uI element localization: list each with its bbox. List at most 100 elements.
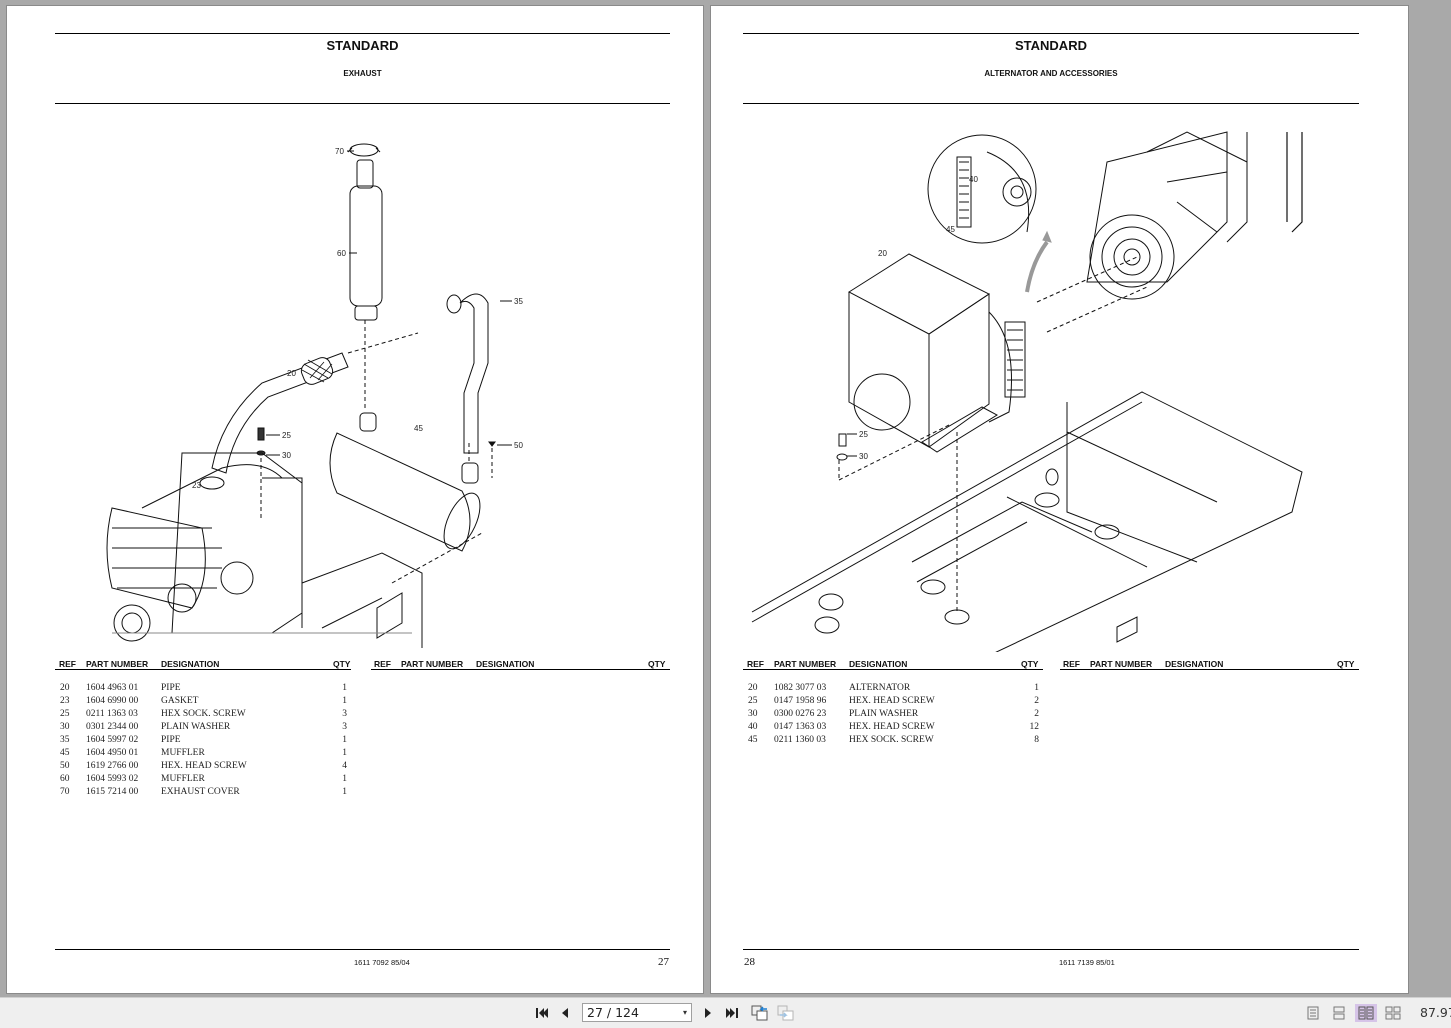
part-number-cell: 0147 1363 03 [774,722,827,732]
page-28: STANDARD ALTERNATOR AND ACCESSORIES [711,6,1408,993]
table-row: 20 1604 4963 01 PIPE 1 [55,683,351,696]
qty-cell: 1 [342,696,347,706]
callout-35: 35 [514,297,523,306]
parts-table-continued: REF PART NUMBER DESIGNATION QTY [1060,657,1359,677]
footer-rule [55,949,670,950]
view-continuous-button[interactable] [1330,1004,1348,1022]
qty-cell: 1 [342,774,347,784]
ref-cell: 25 [748,696,758,706]
mount-rubber [1094,524,1120,540]
part-number-cell: 1619 2766 00 [86,761,139,771]
part-number-cell: 1604 5997 02 [86,735,139,745]
callout-23: 23 [192,481,201,490]
first-page-button[interactable] [533,1004,551,1022]
previous-view-button[interactable] [750,1004,770,1022]
table-header: REF PART NUMBER DESIGNATION QTY [55,657,351,670]
alternator-top [848,253,990,335]
designation-cell: EXHAUST COVER [161,787,240,797]
designation-cell: HEX. HEAD SCREW [849,722,935,732]
header-rule-bottom [55,103,670,104]
ref-cell: 25 [60,709,70,719]
muffler-60-body [349,185,383,307]
part-number-cell: 0211 1360 03 [774,735,826,745]
mount-rubber [1034,492,1060,508]
previous-page-button[interactable] [557,1004,573,1022]
previous-view-icon [751,1005,768,1021]
zoom-level[interactable]: 87.97 [1420,1005,1451,1020]
callout-50: 50 [514,441,523,450]
dropdown-arrow-icon: ▾ [682,1008,687,1017]
engine-radiator [171,452,303,634]
designation-cell: HEX SOCK. SCREW [849,735,934,745]
parts-table-continued: REF PART NUMBER DESIGNATION QTY [371,657,670,677]
table-header: REF PART NUMBER DESIGNATION QTY [743,657,1043,670]
next-view-button[interactable] [776,1004,796,1022]
view-single-page-button[interactable] [1304,1004,1322,1022]
col-part-number: PART NUMBER [1090,659,1153,669]
designation-cell: PIPE [161,735,181,745]
detail-magnifier [927,134,1037,244]
col-ref: REF [1063,659,1080,669]
qty-cell: 1 [342,683,347,693]
callout-45: 45 [414,424,423,433]
col-part-number: PART NUMBER [774,659,837,669]
exhaust-illustration: 70 60 35 20 25 30 23 45 50 [106,143,523,648]
alternator-endcap [853,373,911,431]
part-number-cell: 1604 5993 02 [86,774,139,784]
view-two-page-button[interactable] [1355,1004,1377,1022]
last-page-button[interactable] [723,1004,741,1022]
single-page-icon [1307,1006,1319,1020]
designation-cell: HEX SOCK. SCREW [161,709,246,719]
page-number-select[interactable]: 27 / 124 ▾ [582,1003,692,1022]
designation-cell: HEX. HEAD SCREW [849,696,935,706]
table-header: REF PART NUMBER DESIGNATION QTY [371,657,670,670]
last-page-icon [726,1008,738,1018]
ref-cell: 45 [748,735,758,745]
qty-cell: 1 [342,735,347,745]
ref-cell: 20 [60,683,70,693]
table-header: REF PART NUMBER DESIGNATION QTY [1060,657,1359,670]
ref-cell: 45 [60,748,70,758]
col-part-number: PART NUMBER [86,659,149,669]
mount-rubber [944,609,970,625]
view-two-page-continuous-button[interactable] [1383,1004,1403,1022]
page-subtitle: EXHAUST [343,69,382,78]
two-page-icon [1358,1006,1374,1020]
col-part-number: PART NUMBER [401,659,464,669]
callout-20: 20 [878,249,887,258]
qty-cell: 1 [342,748,347,758]
navigation-toolbar: 27 / 124 ▾ 87.97 [0,997,1451,1028]
callout-60: 60 [337,249,346,258]
part-number-cell: 0301 2344 00 [86,722,139,732]
engine-block [106,507,206,609]
previous-page-icon [562,1008,568,1018]
designation-cell: HEX. HEAD SCREW [161,761,247,771]
designation-cell: PLAIN WASHER [849,709,919,719]
header-rule-top [743,33,1359,34]
page-number: 27 [658,956,669,968]
designation-cell: ALTERNATOR [849,683,911,693]
designation-cell: PIPE [161,683,181,693]
part-number-cell: 1604 4963 01 [86,683,139,693]
next-page-button[interactable] [700,1004,716,1022]
header-rule-top [55,33,670,34]
callout-30: 30 [282,451,291,460]
exhaust-cover-part [349,143,379,157]
base-frame [751,391,1303,652]
designation-cell: PLAIN WASHER [161,722,231,732]
engine-block [1086,131,1228,283]
callout-70: 70 [335,147,344,156]
footer-rule [743,949,1359,950]
document-viewport[interactable]: STANDARD EXHAUST [0,0,1451,997]
designation-cell: MUFFLER [161,774,205,784]
